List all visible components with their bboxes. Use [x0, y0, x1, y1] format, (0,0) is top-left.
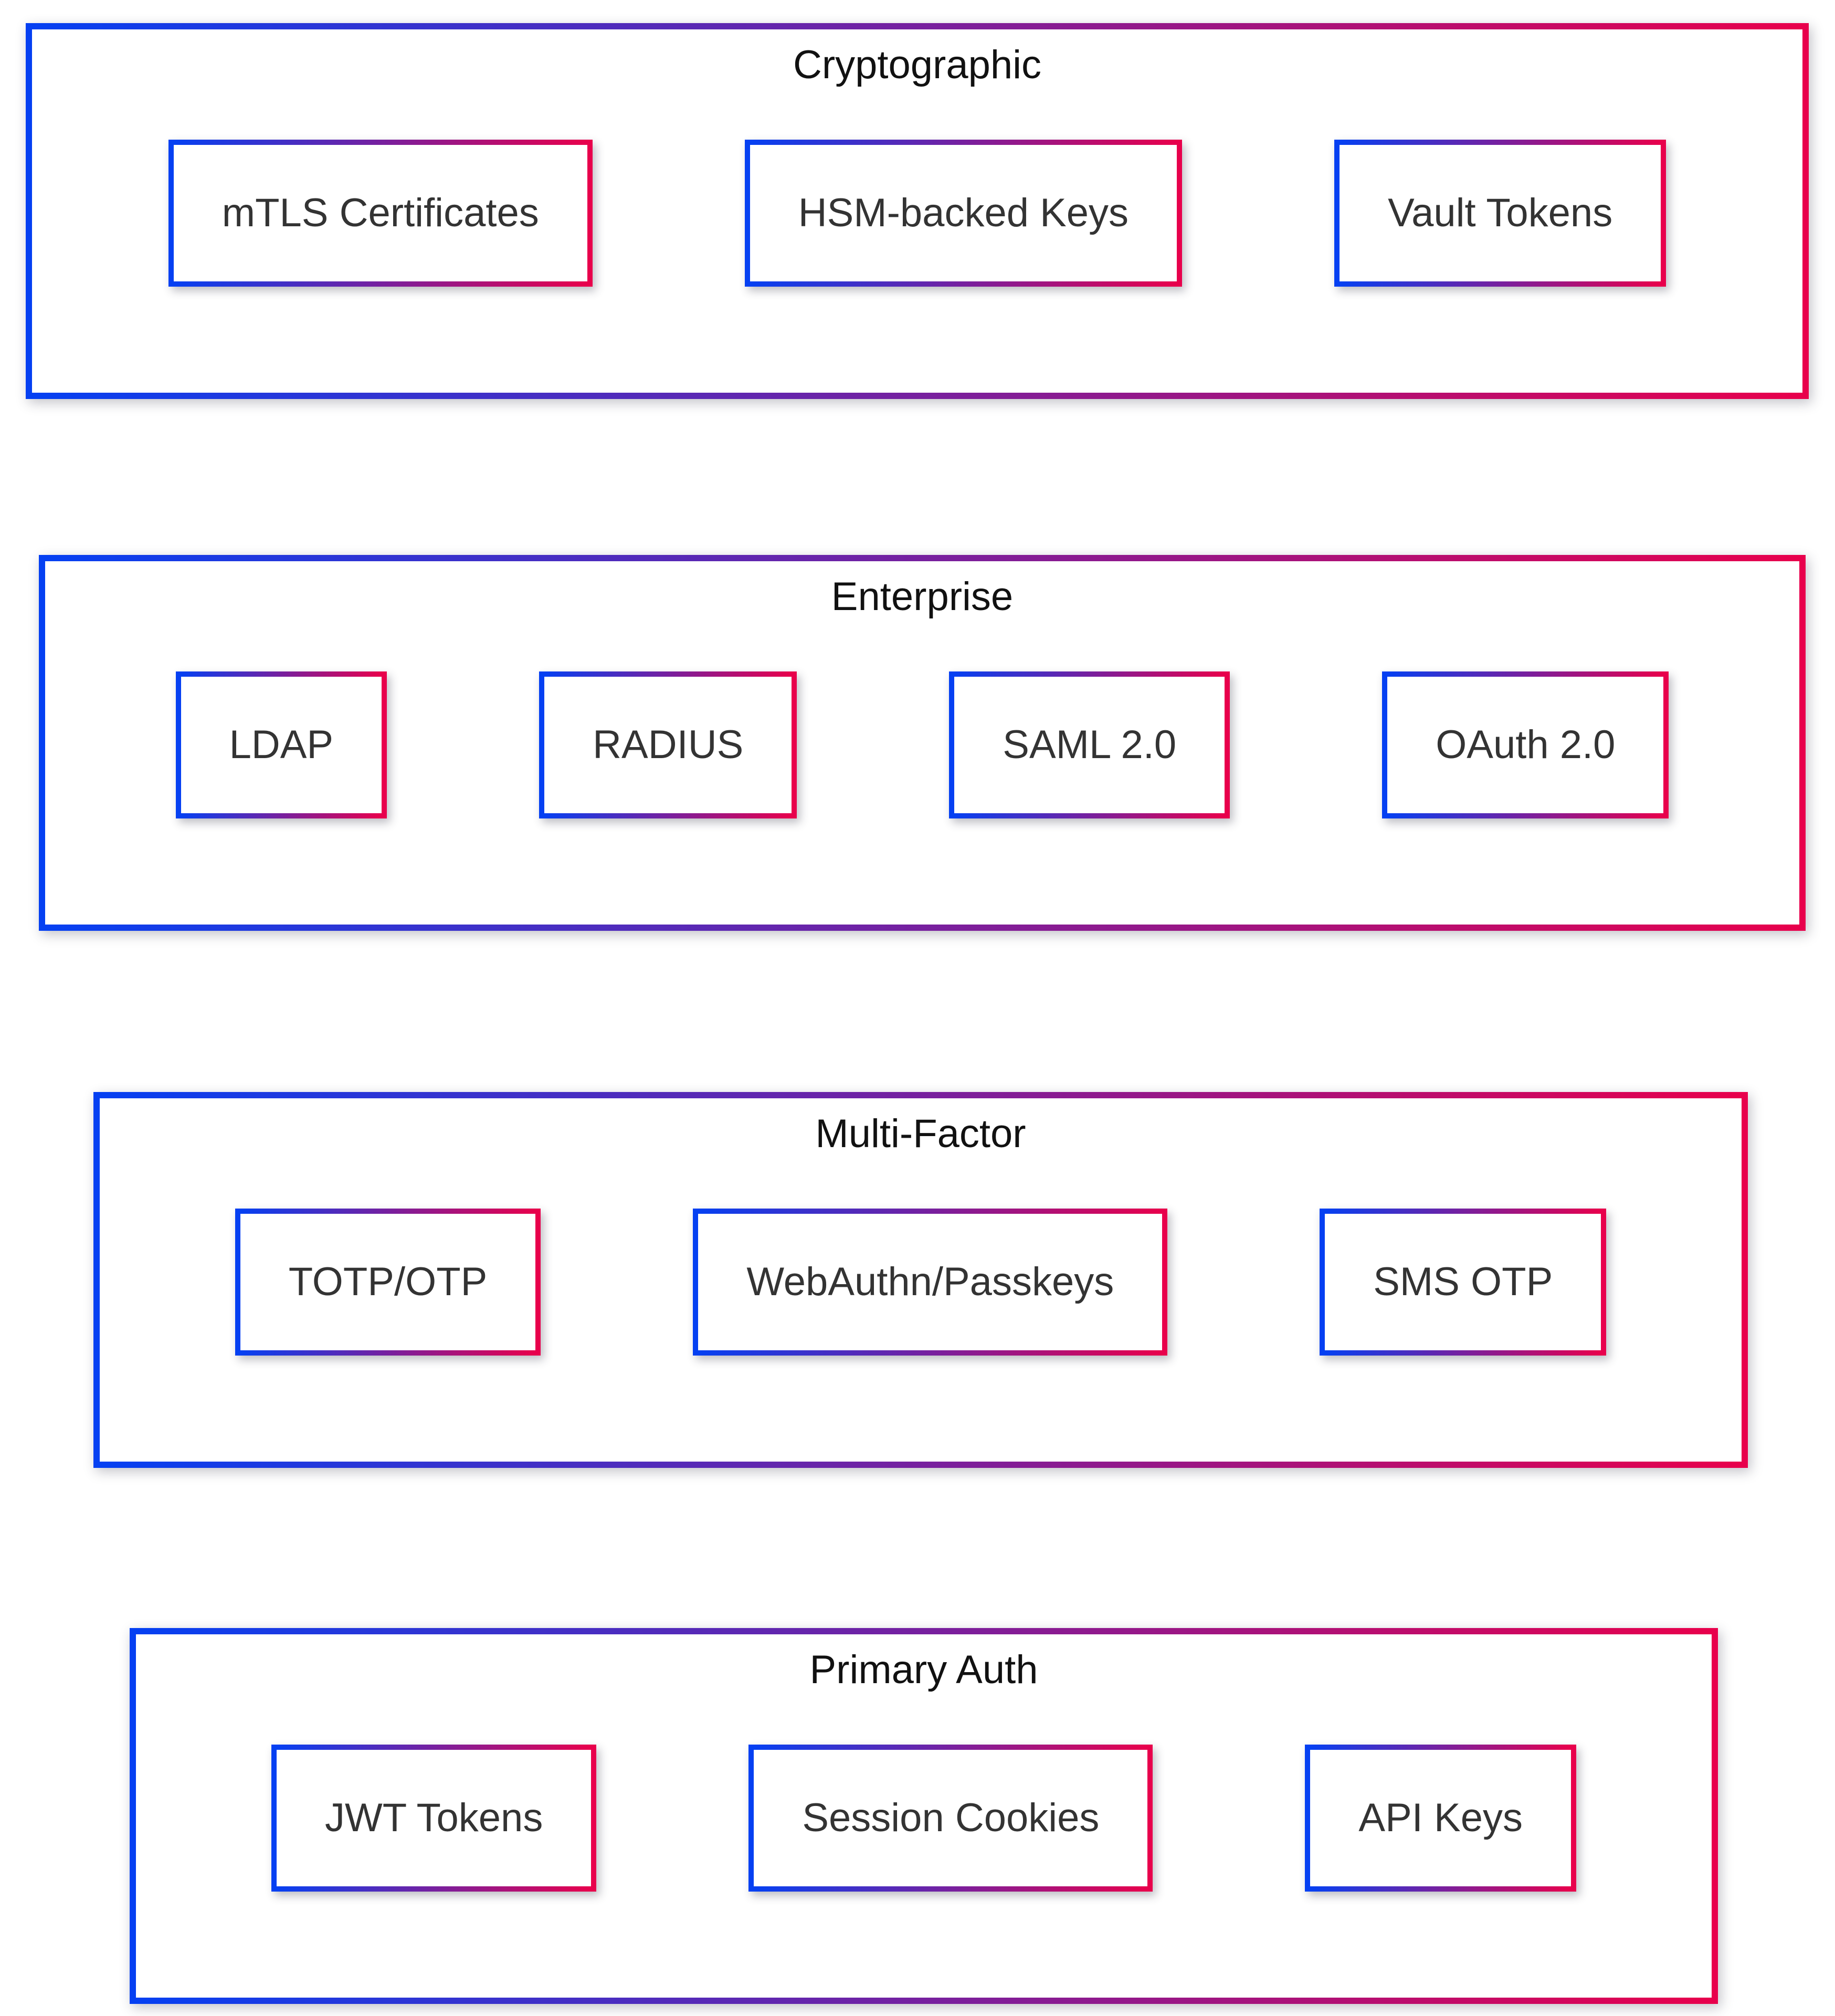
- section-enterprise: Enterprise LDAP RADIUS SAML 2.0 OAuth 2.…: [39, 555, 1806, 931]
- section-title: Multi-Factor: [815, 1111, 1026, 1156]
- section-primary-auth: Primary Auth JWT Tokens Session Cookies …: [130, 1628, 1718, 2004]
- node-label: SAML 2.0: [1003, 722, 1177, 768]
- node-sms-otp: SMS OTP: [1320, 1208, 1607, 1356]
- node-label: HSM-backed Keys: [798, 191, 1129, 236]
- node-label: OAuth 2.0: [1436, 722, 1616, 768]
- node-totp-otp: TOTP/OTP: [235, 1208, 541, 1356]
- auth-stack-diagram: Cryptographic mTLS Certificates HSM-back…: [0, 23, 1835, 2016]
- node-api-keys: API Keys: [1305, 1744, 1576, 1892]
- node-label: API Keys: [1358, 1796, 1523, 1841]
- node-vault-tokens: Vault Tokens: [1334, 139, 1667, 287]
- node-label: JWT Tokens: [325, 1796, 543, 1841]
- section-row: TOTP/OTP WebAuthn/Passkeys SMS OTP: [100, 1208, 1742, 1356]
- node-label: TOTP/OTP: [288, 1259, 488, 1305]
- section-title: Cryptographic: [793, 43, 1042, 87]
- section-row: LDAP RADIUS SAML 2.0 OAuth 2.0: [45, 671, 1799, 818]
- node-session-cookies: Session Cookies: [748, 1744, 1153, 1892]
- node-jwt-tokens: JWT Tokens: [271, 1744, 597, 1892]
- node-label: WebAuthn/Passkeys: [746, 1259, 1114, 1305]
- node-label: SMS OTP: [1373, 1259, 1553, 1305]
- node-label: Session Cookies: [802, 1796, 1100, 1841]
- section-title: Enterprise: [831, 574, 1014, 619]
- node-hsm-backed-keys: HSM-backed Keys: [744, 139, 1183, 287]
- section-row: JWT Tokens Session Cookies API Keys: [136, 1744, 1712, 1892]
- node-label: Vault Tokens: [1388, 191, 1613, 236]
- node-webauthn-passkeys: WebAuthn/Passkeys: [693, 1208, 1168, 1356]
- section-title: Primary Auth: [809, 1647, 1038, 1692]
- node-radius: RADIUS: [539, 671, 797, 818]
- node-ldap: LDAP: [175, 671, 387, 818]
- node-oauth-2-0: OAuth 2.0: [1382, 671, 1669, 818]
- node-label: RADIUS: [593, 722, 744, 768]
- section-row: mTLS Certificates HSM-backed Keys Vault …: [32, 139, 1802, 287]
- section-multi-factor: Multi-Factor TOTP/OTP WebAuthn/Passkeys …: [93, 1092, 1748, 1468]
- node-label: LDAP: [229, 722, 334, 768]
- node-label: mTLS Certificates: [222, 191, 539, 236]
- section-cryptographic: Cryptographic mTLS Certificates HSM-back…: [26, 23, 1809, 399]
- node-saml-2-0: SAML 2.0: [949, 671, 1230, 818]
- node-mtls-certificates: mTLS Certificates: [168, 139, 593, 287]
